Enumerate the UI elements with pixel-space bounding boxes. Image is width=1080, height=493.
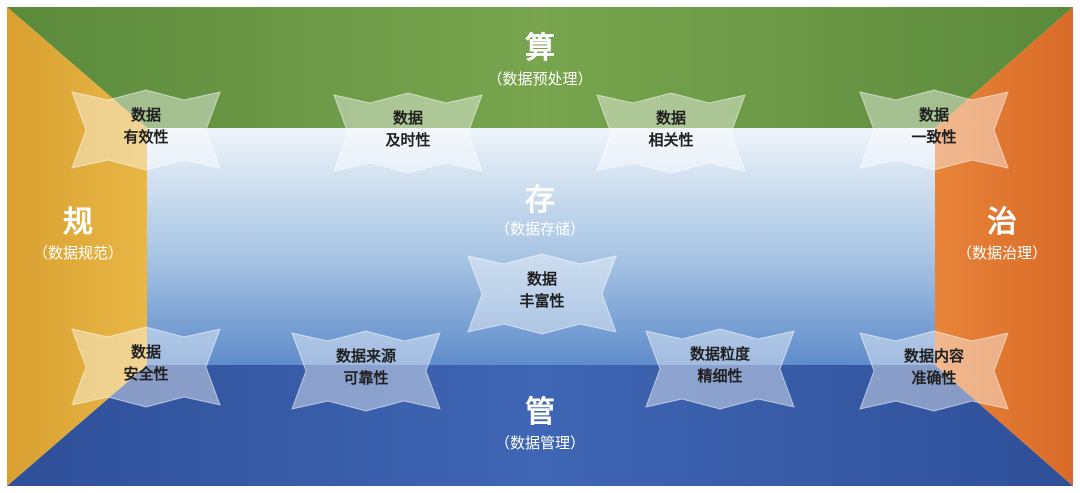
ribbon-consistency <box>859 89 1009 171</box>
ribbon-label-consistency: 数据一致性 <box>911 106 957 146</box>
region-right-title: 治 <box>987 205 1017 240</box>
region-top-title: 算 <box>525 31 555 66</box>
ribbon-granularity <box>645 328 795 410</box>
ribbon-label-granularity: 数据粒度精细性 <box>689 345 750 385</box>
ribbon-timeliness <box>333 92 483 174</box>
ribbon-label-richness: 数据丰富性 <box>519 270 565 310</box>
ribbon-security <box>71 326 221 408</box>
region-left <box>7 7 147 486</box>
region-left-subtitle: （数据规范） <box>32 244 123 262</box>
ribbon-accuracy <box>859 330 1009 412</box>
ribbon-validity <box>71 89 221 171</box>
ribbon-relevance <box>596 92 746 174</box>
region-right-subtitle: （数据治理） <box>956 244 1047 262</box>
region-right <box>935 7 1073 486</box>
region-left-title: 规 <box>63 205 93 240</box>
region-middle-subtitle: （数据存储） <box>494 220 585 238</box>
region-bottom-subtitle: （数据管理） <box>494 434 585 452</box>
region-middle <box>147 128 935 365</box>
ribbon-reliability <box>291 330 441 412</box>
ribbon-label-accuracy: 数据内容准确性 <box>903 347 964 387</box>
ribbon-label-validity: 数据有效性 <box>123 106 169 146</box>
region-middle-title: 存 <box>525 183 555 218</box>
region-bottom-title: 管 <box>525 395 555 430</box>
region-top <box>7 7 1073 128</box>
region-top-subtitle: （数据预处理） <box>487 70 593 88</box>
ribbon-label-relevance: 数据相关性 <box>648 109 694 149</box>
ribbon-label-reliability: 数据来源可靠性 <box>335 347 396 387</box>
ribbon-label-security: 数据安全性 <box>123 343 169 383</box>
ribbon-richness <box>467 253 617 335</box>
ribbon-layer <box>71 89 1009 412</box>
region-bottom <box>7 365 1073 486</box>
ribbon-label-timeliness: 数据及时性 <box>385 109 431 149</box>
